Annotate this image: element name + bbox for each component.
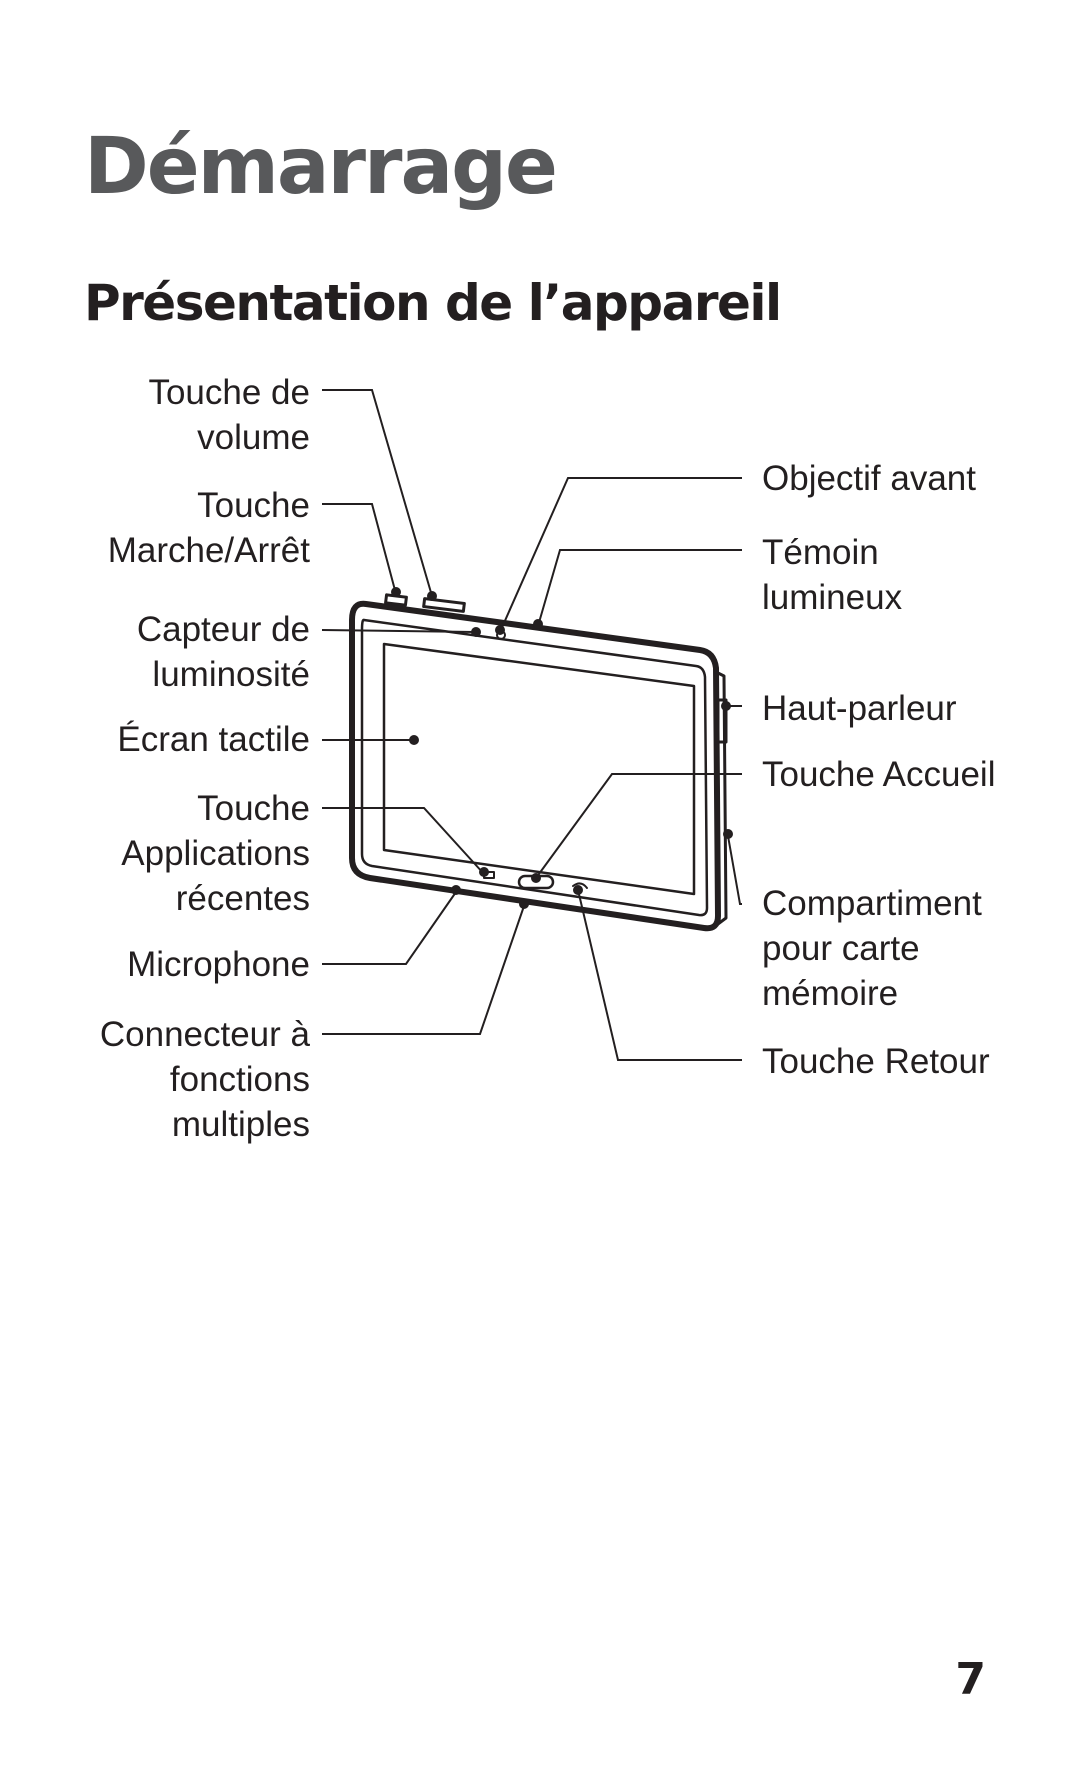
label-indicator-light: Témoin lumineux [762,530,902,620]
leader-indicator [537,549,742,627]
label-line: Touche Accueil [762,755,996,794]
dot-multipurpose [519,899,529,909]
leader-light-sensor [321,629,476,633]
tablet-display [382,642,696,896]
label-line: Haut-parleur [762,689,957,728]
dot-light-sensor [471,627,481,637]
dot-volume [427,591,437,601]
label-line: Objectif avant [762,459,976,498]
label-line: volume [197,418,310,457]
leader-memory-slot [727,835,742,905]
label-line: Touche de [148,373,310,412]
label-multipurpose-jack: Connecteur à fonctions multiples [100,1012,310,1147]
volume-button [422,597,466,613]
label-line: Marche/Arrêt [107,531,310,570]
dot-power [391,587,401,597]
label-line: Témoin [762,533,879,572]
back-key [572,882,588,889]
label-line: Touche [197,486,310,525]
label-line: lumineux [762,578,903,617]
label-memory-card-slot: Compartiment pour carte mémoire [762,881,982,1016]
label-line: Microphone [127,945,310,984]
label-line: Écran tactile [117,720,310,759]
dot-recent-apps [479,867,489,877]
label-line: Connecteur à [99,1015,310,1054]
label-speaker: Haut-parleur [762,686,957,731]
label-back-key: Touche Retour [762,1039,990,1084]
label-recent-apps-key: Touche Applications récentes [121,786,310,921]
tablet-bezel [360,618,709,917]
label-power-key: Touche Marche/Arrêt [108,483,310,573]
tablet-body [349,600,721,932]
chapter-title: Démarrage [84,122,558,212]
label-volume-key: Touche de volume [148,370,310,460]
leader-front-camera [499,477,742,633]
leader-power [322,503,397,595]
label-line: récentes [175,879,310,918]
dot-memory-slot [723,829,733,839]
leader-home [535,773,742,879]
dot-touch-screen [409,735,419,745]
dot-front-camera [495,625,505,635]
leader-microphone [322,891,457,965]
dot-home [531,873,541,883]
label-line: Touche Retour [762,1042,990,1081]
label-line: Capteur de [136,610,310,649]
label-line: luminosité [152,655,310,694]
label-line: Touche [197,789,310,828]
leader-back [577,889,742,1061]
dot-indicator [533,619,543,629]
dot-microphone [451,885,461,895]
leader-recent-apps [322,807,485,875]
dot-speaker [721,701,731,711]
label-line: fonctions [169,1060,310,1099]
label-microphone: Microphone [127,942,310,987]
tablet-edge [714,670,728,926]
leader-volume [322,389,433,597]
page-number: 7 [955,1654,986,1705]
section-title: Présentation de l’appareil [84,274,782,332]
label-line: Applications [121,834,310,873]
leader-multipurpose [322,905,525,1035]
label-home-key: Touche Accueil [762,752,995,797]
memory-slot [716,698,728,744]
label-line: pour carte [762,929,920,968]
label-line: Compartiment [762,884,982,923]
label-line: multiples [171,1105,310,1144]
label-touch-screen: Écran tactile [117,717,310,762]
dot-back [573,885,583,895]
label-front-camera: Objectif avant [762,456,976,501]
label-light-sensor: Capteur de luminosité [137,607,310,697]
label-line: mémoire [762,974,899,1013]
